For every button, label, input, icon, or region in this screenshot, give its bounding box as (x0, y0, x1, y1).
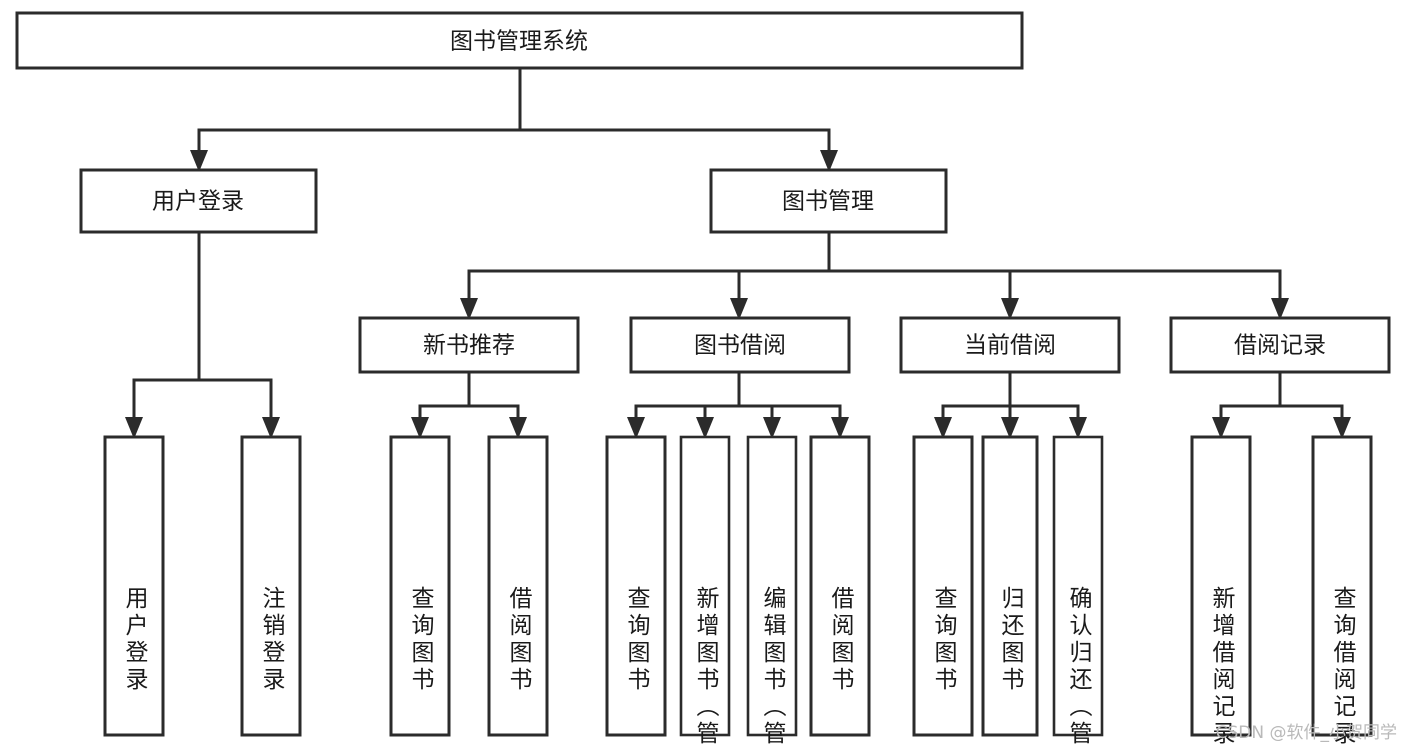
leaf-current-borrow-3-label: 确认归还（管理员） (1065, 586, 1093, 747)
node-book-management-box[interactable] (709, 168, 948, 234)
leaf-book-borrow-3-label: 编辑图书（管理员） (759, 586, 787, 747)
leaf-user-login-1[interactable]: 用户登录 (103, 435, 165, 737)
leaf-borrow-records-2[interactable]: 查询借阅记录 (1311, 435, 1373, 747)
node-current-borrow-label: 当前借阅 (964, 333, 1056, 359)
leaf-user-login-2[interactable]: 注销登录 (240, 435, 302, 737)
node-book-management[interactable]: 图书管理 (709, 168, 948, 234)
node-new-book-recommend[interactable]: 新书推荐 (358, 316, 580, 374)
leaf-new-book-2-label: 借阅图书 (505, 586, 533, 694)
edge-group-root (190, 66, 838, 172)
node-user-login-label: 用户登录 (152, 189, 244, 215)
leaf-book-borrow-3-box[interactable] (746, 435, 798, 737)
node-current-borrow-box[interactable] (899, 316, 1121, 374)
leaf-borrow-records-1-box[interactable] (1190, 435, 1252, 737)
leaf-borrow-records-1-label: 新增借阅记录 (1208, 586, 1236, 747)
node-root-box[interactable] (15, 11, 1024, 70)
leaf-book-borrow-4-box[interactable] (809, 435, 871, 737)
edge-group-userlogin (125, 230, 280, 439)
leaf-current-borrow-2[interactable]: 归还图书 (981, 435, 1039, 737)
node-borrow-records-label: 借阅记录 (1234, 333, 1326, 359)
leaf-new-book-1[interactable]: 查询图书 (389, 435, 451, 737)
leaf-book-borrow-1-box[interactable] (605, 435, 667, 737)
node-new-book-recommend-label: 新书推荐 (423, 333, 515, 359)
leaf-book-borrow-3[interactable]: 编辑图书（管理员） (746, 435, 798, 747)
leaf-current-borrow-2-box[interactable] (981, 435, 1039, 737)
leaf-user-login-1-box[interactable] (103, 435, 165, 737)
node-current-borrow[interactable]: 当前借阅 (899, 316, 1121, 374)
node-book-management-label: 图书管理 (782, 189, 874, 215)
node-user-login-box[interactable] (79, 168, 318, 234)
leaf-new-book-1-box[interactable] (389, 435, 451, 737)
leaf-book-borrow-1-label: 查询图书 (623, 586, 651, 694)
leaf-new-book-2[interactable]: 借阅图书 (487, 435, 549, 737)
node-root[interactable]: 图书管理系统 (15, 11, 1024, 70)
edge-group-current (934, 370, 1087, 439)
leaf-current-borrow-3-box[interactable] (1052, 435, 1104, 737)
leaf-borrow-records-2-box[interactable] (1311, 435, 1373, 737)
leaf-current-borrow-1-box[interactable] (912, 435, 974, 737)
edge-group-records (1212, 370, 1351, 439)
leaf-user-login-1-label: 用户登录 (121, 586, 149, 694)
node-book-borrow[interactable]: 图书借阅 (629, 316, 851, 374)
leaf-book-borrow-2-label: 新增图书（管理员） (692, 586, 720, 747)
edge-group-newbook (411, 370, 527, 439)
leaf-book-borrow-1[interactable]: 查询图书 (605, 435, 667, 737)
leaf-user-login-2-label: 注销登录 (258, 586, 286, 694)
leaf-book-borrow-4-label: 借阅图书 (827, 586, 855, 694)
node-user-login[interactable]: 用户登录 (79, 168, 318, 234)
leaf-borrow-records-2-label: 查询借阅记录 (1329, 586, 1357, 747)
leaf-book-borrow-2[interactable]: 新增图书（管理员） (679, 435, 731, 747)
leaf-current-borrow-1-label: 查询图书 (930, 586, 958, 694)
leaf-current-borrow-2-label: 归还图书 (997, 586, 1025, 694)
edge-group-borrow (627, 370, 849, 439)
node-book-borrow-box[interactable] (629, 316, 851, 374)
node-book-borrow-label: 图书借阅 (694, 333, 786, 359)
leaf-current-borrow-3[interactable]: 确认归还（管理员） (1052, 435, 1104, 747)
leaf-current-borrow-1[interactable]: 查询图书 (912, 435, 974, 737)
node-borrow-records-box[interactable] (1169, 316, 1391, 374)
leaf-user-login-2-box[interactable] (240, 435, 302, 737)
node-root-label: 图书管理系统 (450, 29, 588, 55)
leaf-new-book-1-label: 查询图书 (407, 586, 435, 694)
node-borrow-records[interactable]: 借阅记录 (1169, 316, 1391, 374)
leaf-book-borrow-4[interactable]: 借阅图书 (809, 435, 871, 737)
leaf-borrow-records-1[interactable]: 新增借阅记录 (1190, 435, 1252, 747)
leaf-book-borrow-2-box[interactable] (679, 435, 731, 737)
leaf-new-book-2-box[interactable] (487, 435, 549, 737)
edge-group-bookmgmt (460, 230, 1289, 320)
node-new-book-recommend-box[interactable] (358, 316, 580, 374)
